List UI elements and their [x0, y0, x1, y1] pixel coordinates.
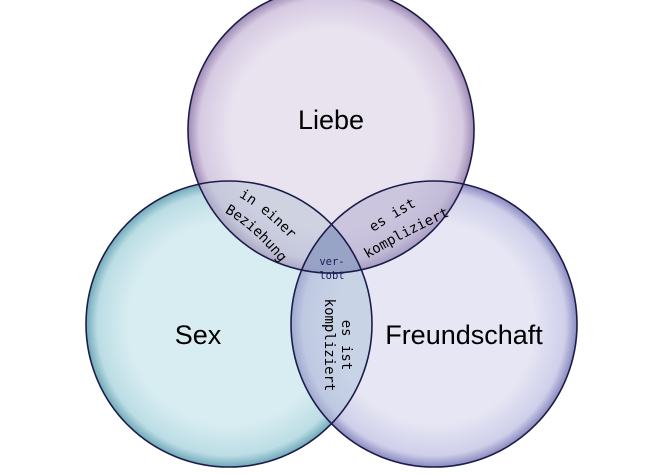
outline-liebe [187, 0, 475, 274]
outline-sex [85, 180, 373, 468]
label-liebe: Liebe [298, 105, 364, 135]
label-freundschaft: Freundschaft [385, 320, 543, 350]
overlap-liebe-sex [188, 181, 372, 273]
label-sex-freundschaft-line2: kompliziert [321, 299, 337, 392]
label-center-line2: lobt [319, 270, 344, 282]
label-sex: Sex [175, 320, 222, 350]
outline-freundschaft [290, 180, 578, 468]
overlap-liebe-freundschaft [291, 181, 474, 273]
label-sex-freundschaft-line1: es ist [338, 320, 354, 371]
label-center-line1: ver- [319, 256, 344, 268]
